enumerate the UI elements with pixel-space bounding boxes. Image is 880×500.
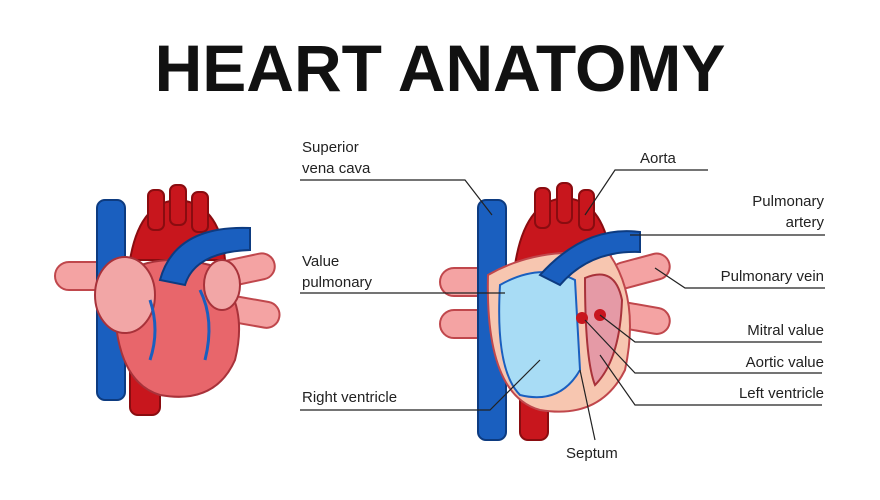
label-septum: Septum <box>566 445 618 462</box>
leader-aorta <box>584 169 708 216</box>
leader-septum <box>579 369 596 441</box>
label-line: Pulmonary <box>752 193 824 210</box>
label-line: Value <box>302 253 340 270</box>
leader-superior-vena-cava <box>300 179 493 216</box>
label-line: artery <box>785 214 824 231</box>
label-line: vena cava <box>302 160 371 177</box>
leader-aortic-value <box>584 319 822 374</box>
leader-left-ventricle <box>599 354 822 406</box>
label-value-pulmonary: Value pulmonary <box>302 251 372 293</box>
leader-right-ventricle <box>300 359 541 411</box>
leader-lines <box>300 169 825 441</box>
label-left-ventricle: Left ventricle <box>738 385 824 402</box>
label-pulmonary-artery: Pulmonary artery <box>752 191 824 233</box>
label-mitral-value: Mitral value <box>747 322 824 339</box>
label-line: Superior <box>302 139 359 156</box>
page-title: HEART ANATOMY <box>154 31 726 105</box>
label-superior-vena-cava: Superior vena cava <box>302 137 370 179</box>
label-pulmonary-vein: Pulmonary vein <box>720 268 824 285</box>
heart-exterior-illustration <box>54 184 281 416</box>
heart-cross-section-illustration <box>439 182 671 441</box>
leader-pulmonary-vein <box>654 267 825 289</box>
label-aortic-value: Aortic value <box>745 354 824 371</box>
label-line: pulmonary <box>302 274 373 291</box>
leader-mitral-value <box>599 314 822 343</box>
label-aorta: Aorta <box>640 150 676 167</box>
label-right-ventricle: Right ventricle <box>302 389 398 406</box>
